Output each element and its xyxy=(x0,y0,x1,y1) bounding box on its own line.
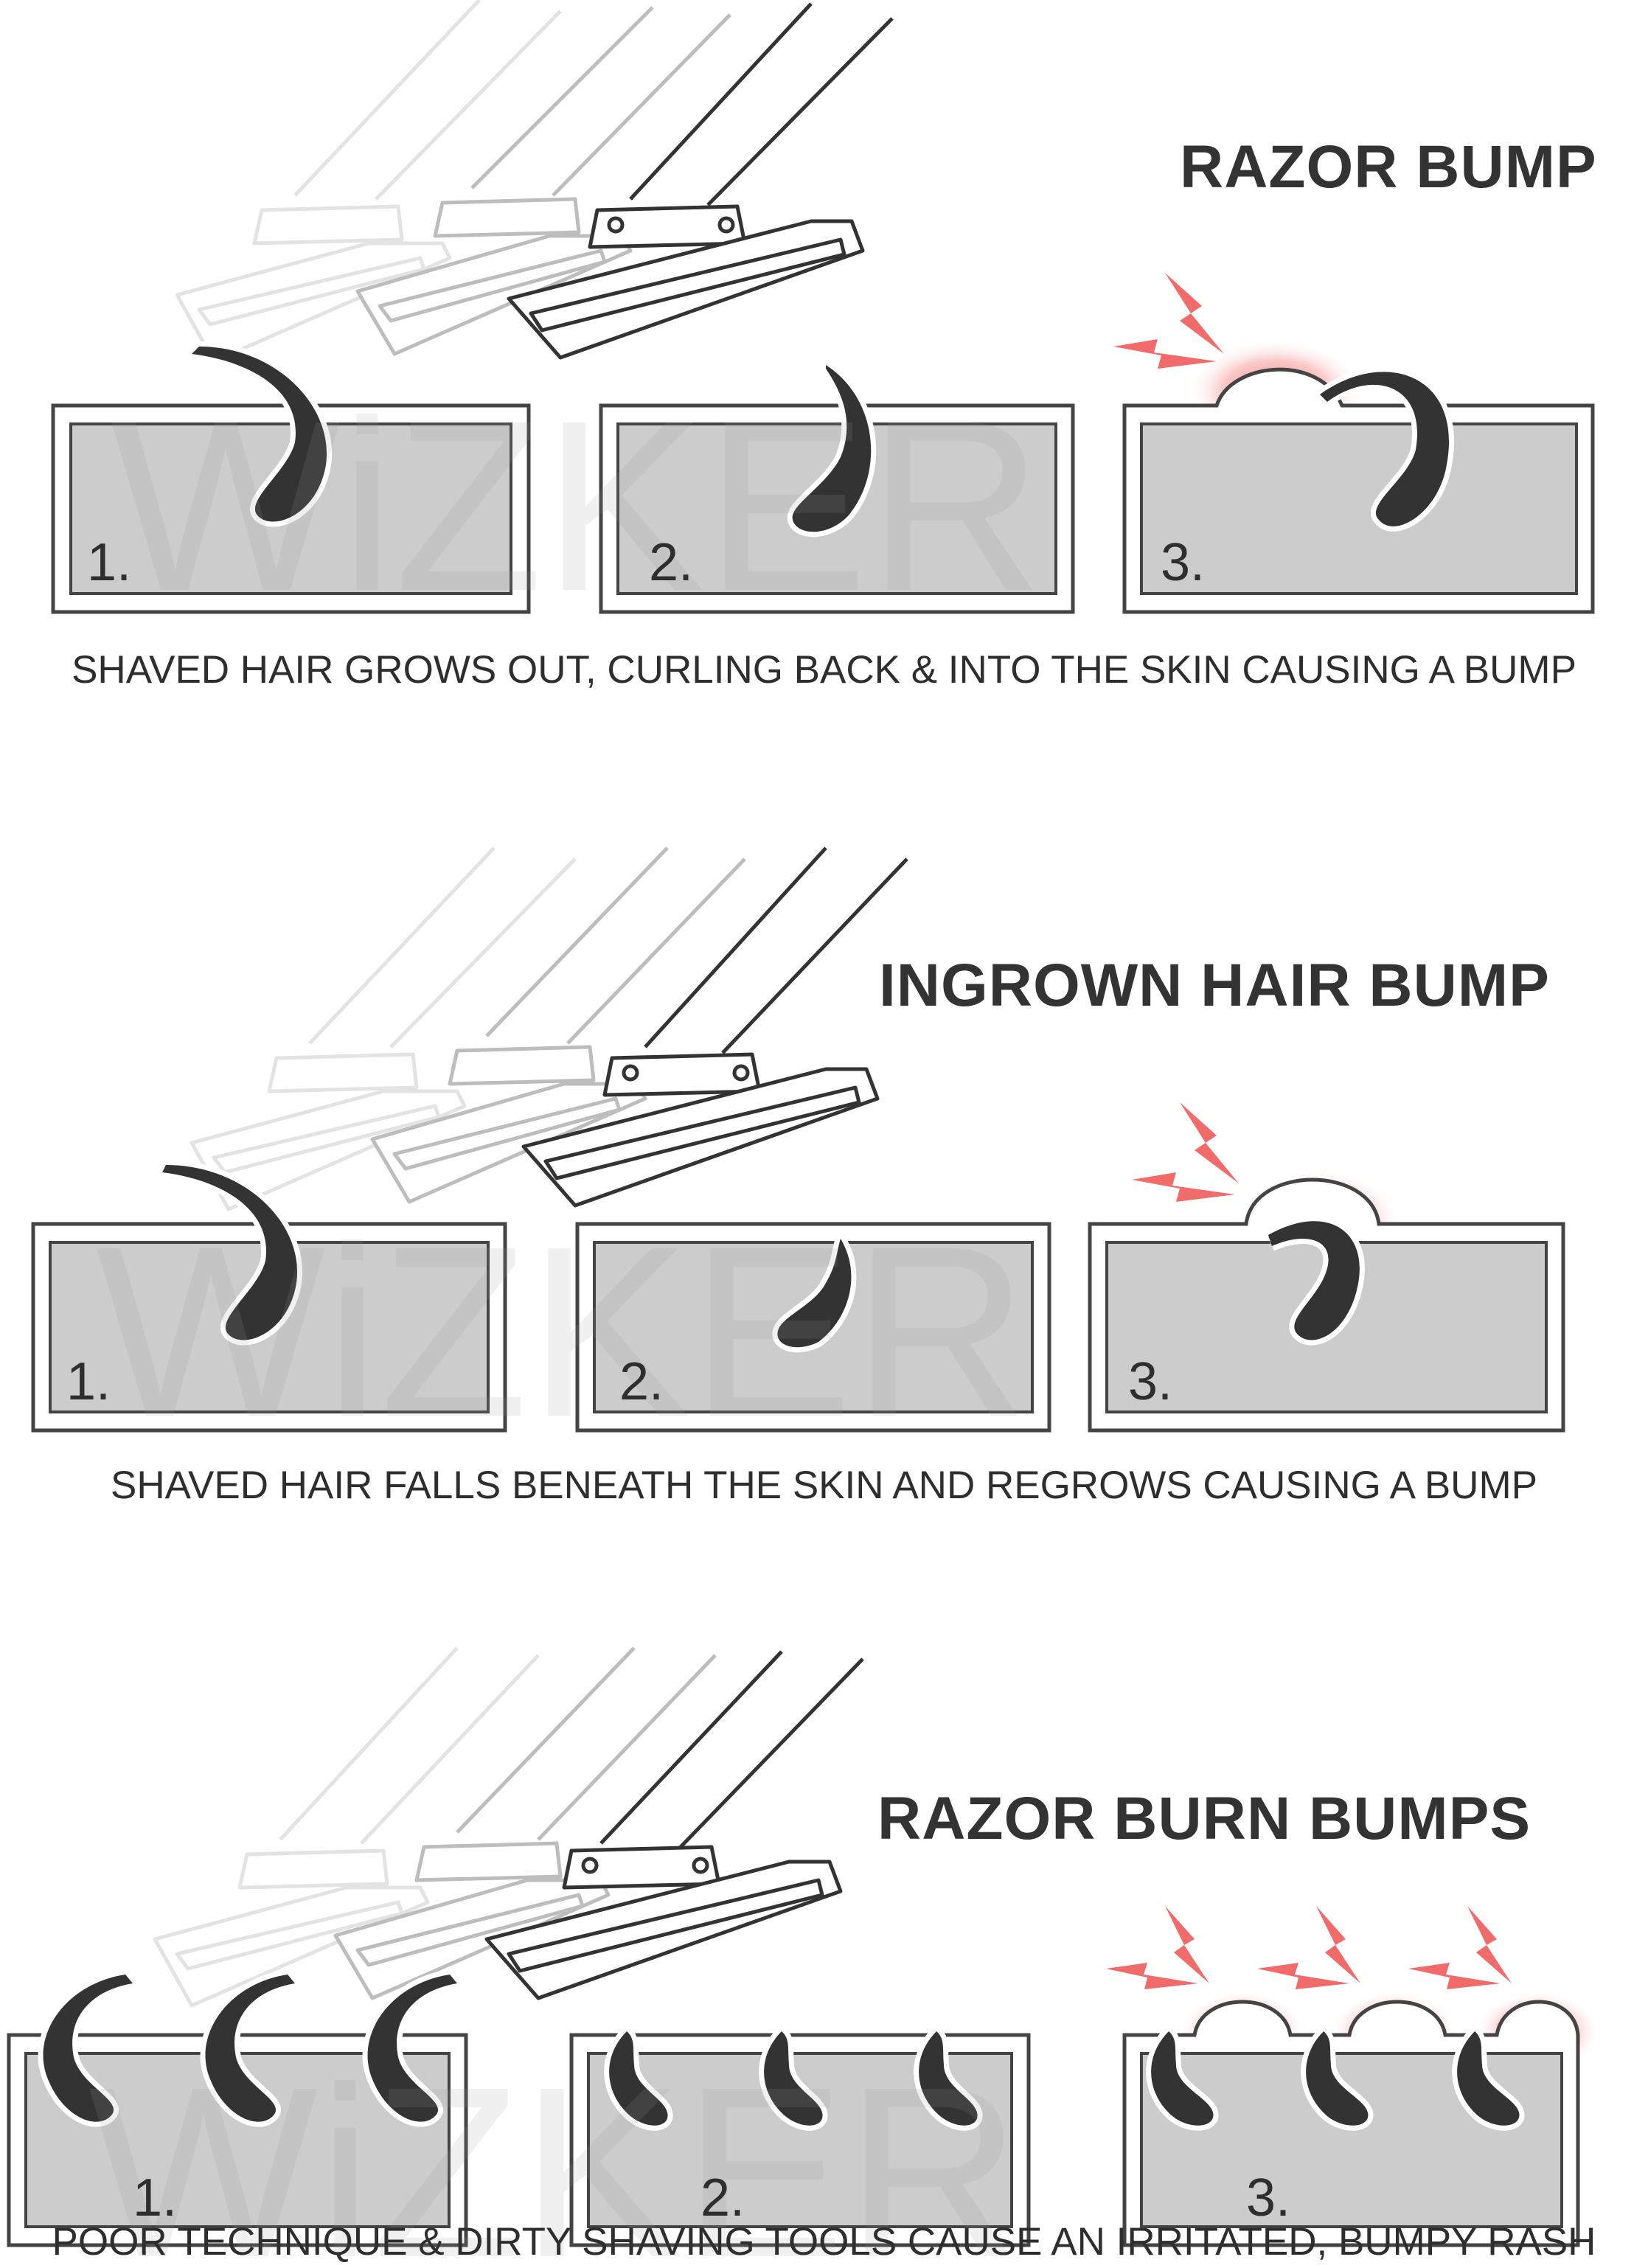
hair-follicle-icon xyxy=(38,1969,459,2127)
step-label: 2. xyxy=(700,2168,745,2227)
watermark: WiZKER xyxy=(88,2036,1021,2268)
hair-follicle-icon xyxy=(1146,2027,1525,2131)
step-label: 1. xyxy=(66,1352,111,1411)
section-caption: SHAVED HAIR GROWS OUT, CURLING BACK & IN… xyxy=(72,648,1576,692)
hair-follicle-icon xyxy=(604,2027,983,2131)
step-label: 1. xyxy=(87,533,132,592)
step-label: 2. xyxy=(649,533,694,592)
razor-burn-illustration: WiZKER xyxy=(7,1646,1600,2268)
razor-bump-illustration: WiZKER xyxy=(51,0,1595,641)
skin-panel-1 xyxy=(31,1160,507,1433)
section-caption: POOR TECHNIQUE & DIRTY SHAVING TOOLS CAU… xyxy=(52,2220,1596,2264)
lightning-irritation-icon xyxy=(1132,1102,1239,1202)
step-label: 3. xyxy=(1161,533,1206,592)
razor-icon xyxy=(175,0,894,363)
lightning-irritation-icon xyxy=(1113,273,1224,369)
skin-panel-1 xyxy=(7,1969,468,2247)
skin-panel-3 xyxy=(1113,273,1595,614)
watermark: WiZKER xyxy=(96,1195,1029,1467)
lightning-irritation-icon xyxy=(1106,1906,1512,1989)
step-label: 1. xyxy=(133,2168,178,2227)
section-title: RAZOR BUMP xyxy=(1180,133,1597,201)
section-ingrown-hair-bump: WiZKER INGROWN HAIR BUMP 1. 2. 3. SHAVED… xyxy=(0,811,1648,1548)
razor-icon xyxy=(190,846,908,1211)
skin-panel-3 xyxy=(1106,1906,1600,2247)
razor-icon xyxy=(153,1646,864,2008)
section-title: INGROWN HAIR BUMP xyxy=(879,952,1550,1019)
section-title: RAZOR BURN BUMPS xyxy=(877,1785,1531,1852)
step-label: 3. xyxy=(1246,2168,1291,2227)
section-razor-burn-bumps: WiZKER RAZOR BURN BUMPS 1. 2. 3. POOR TE… xyxy=(0,1622,1648,2268)
skin-panel-2 xyxy=(599,361,1075,614)
section-razor-bump: WiZKER RAZOR BUMP 1. 2. 3. SHAVED HAIR G… xyxy=(0,0,1648,737)
skin-panel-2 xyxy=(575,1222,1051,1433)
skin-panel-1 xyxy=(51,341,531,614)
ingrown-hair-illustration: WiZKER xyxy=(31,846,1565,1467)
skin-panel-3 xyxy=(1088,1102,1565,1433)
skin-panel-2 xyxy=(569,2027,1031,2247)
step-label: 3. xyxy=(1128,1352,1173,1411)
step-label: 2. xyxy=(619,1352,664,1411)
section-caption: SHAVED HAIR FALLS BENEATH THE SKIN AND R… xyxy=(111,1464,1537,1507)
watermark: WiZKER xyxy=(111,369,1043,641)
